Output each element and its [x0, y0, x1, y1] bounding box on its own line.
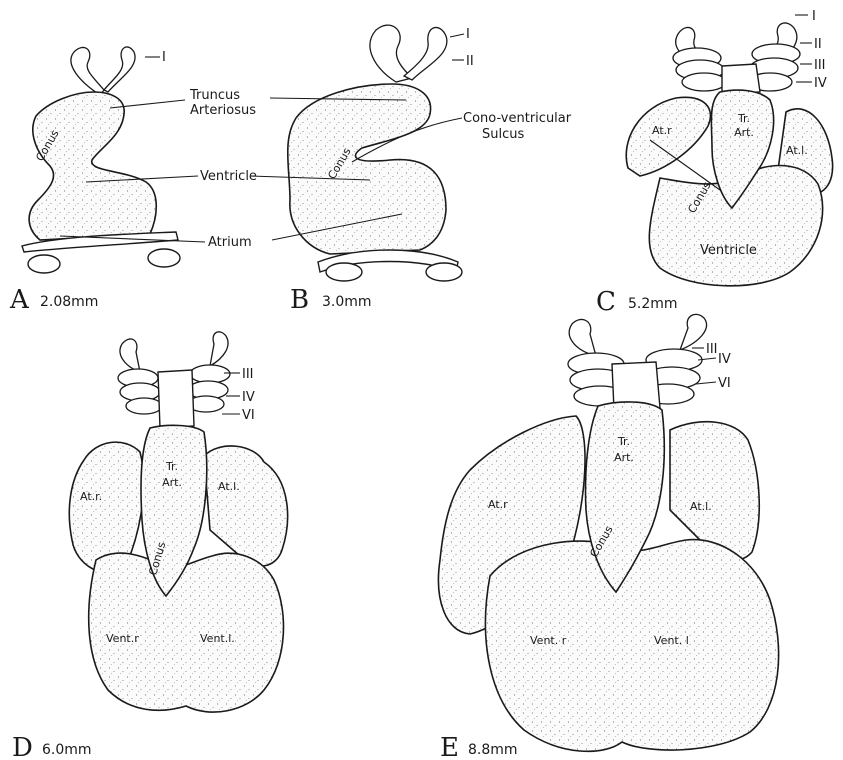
arch-a-right	[104, 47, 135, 92]
vein-b-left	[326, 263, 362, 281]
letter-e: E	[440, 733, 459, 760]
label-a-ventricle: Ventricle	[200, 169, 257, 184]
arch-b-ii	[404, 27, 447, 80]
heart-tube-b	[288, 84, 446, 254]
heart-tube-a	[29, 92, 156, 240]
arches-c-left	[673, 27, 726, 91]
size-d: 6.0mm	[42, 742, 92, 758]
panel-e: III IV VI Tr.Art. At.r At.l. Conus Vent.…	[438, 314, 778, 760]
atrium-e-left	[670, 422, 759, 560]
size-b: 3.0mm	[322, 294, 372, 310]
label-c-arch-iii: III	[814, 58, 826, 73]
label-d-arch-vi: VI	[242, 408, 255, 423]
vein-a-right	[148, 249, 180, 267]
label-e-at-l: At.l.	[690, 500, 712, 513]
label-d-at-l: At.l.	[218, 480, 240, 493]
label-d-arch-iii: III	[242, 367, 254, 382]
letter-a: A	[9, 285, 30, 315]
arch-a-left	[71, 47, 104, 95]
label-c-arch-iv: IV	[814, 76, 827, 91]
label-a-arch-i: I	[162, 50, 166, 65]
label-e-vent-r: Vent. r	[530, 634, 567, 647]
label-d-arch-iv: IV	[242, 390, 255, 405]
panel-d: III IV VI Tr.Art. At.r. At.l. Conus Vent…	[12, 332, 288, 760]
label-d-vent-l: Vent.l.	[200, 632, 235, 645]
arch-b-i	[370, 25, 412, 82]
letter-b: B	[290, 285, 309, 315]
label-c-at-l: At.l.	[786, 144, 808, 157]
label-b-arch-ii: II	[466, 54, 474, 69]
label-c-arch-i: I	[812, 9, 816, 24]
arches-d-right	[188, 332, 230, 412]
label-c-ventricle: Ventricle	[700, 243, 757, 258]
letter-c: C	[596, 287, 616, 317]
label-e-arch-iii: III	[706, 342, 718, 357]
label-b-arch-i: I	[466, 27, 470, 42]
letter-d: D	[12, 733, 33, 760]
label-d-vent-r: Vent.r	[106, 632, 139, 645]
size-e: 8.8mm	[468, 742, 518, 758]
label-e-vent-l: Vent. l	[654, 634, 689, 647]
atrium-d-left	[204, 446, 288, 566]
label-a-atrium: Atrium	[208, 235, 252, 250]
label-e-at-r: At.r	[488, 498, 508, 511]
label-c-arch-ii: II	[814, 37, 822, 52]
vein-a-left	[28, 255, 60, 273]
label-d-at-r: At.r.	[80, 490, 102, 503]
arches-d-left	[118, 339, 162, 414]
size-c: 5.2mm	[628, 296, 678, 312]
panel-c: I II III IV Tr.Art. At.r At.l. Conus Ven…	[596, 9, 833, 317]
size-a: 2.08mm	[40, 294, 98, 310]
label-c-at-r: At.r	[652, 124, 672, 137]
label-e-arch-iv: IV	[718, 352, 731, 367]
vein-b-right	[426, 263, 462, 281]
label-e-arch-vi: VI	[718, 376, 731, 391]
